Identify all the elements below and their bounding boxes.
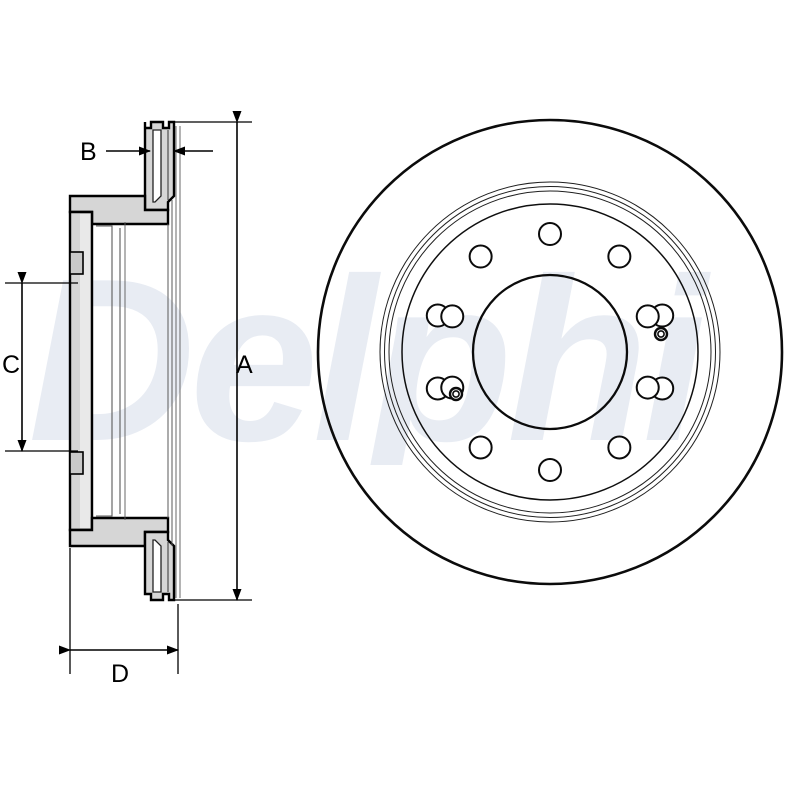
dimension-c — [5, 272, 78, 452]
dimension-a — [172, 111, 252, 601]
section-hub-notch-lower — [69, 451, 84, 475]
bolt-hole — [538, 458, 562, 482]
section-rim-bottom-vent — [152, 539, 162, 593]
threaded-hole-right-inner — [657, 330, 665, 338]
bolt-hole — [635, 375, 660, 400]
dimension-a-label: A — [236, 351, 253, 379]
section-rim-top-vent — [152, 129, 162, 203]
section-hub-wall-inner-face — [80, 214, 90, 528]
ring-friction-band-outer — [379, 181, 721, 523]
section-hub-notch-upper — [69, 251, 84, 275]
delphi-watermark: Delphi — [28, 231, 717, 490]
dimension-d-label: D — [111, 660, 129, 688]
ring-friction-band-inner — [388, 190, 712, 514]
watermark-text: Delphi — [28, 231, 711, 490]
ring-hub-bore — [471, 273, 629, 431]
ring-hat-outer — [401, 203, 699, 501]
bolt-hole — [635, 304, 660, 329]
bolt-hole — [468, 244, 493, 269]
dimension-b — [106, 146, 213, 156]
bolt-hole — [538, 222, 562, 246]
ring-friction-band-mid — [384, 186, 716, 518]
bolt-hole — [607, 244, 632, 269]
section-projection-lines — [96, 126, 181, 598]
dimension-c-label: C — [2, 351, 20, 379]
bolt-hole — [607, 435, 632, 460]
bolt-hole — [468, 435, 493, 460]
threaded-holes — [448, 326, 669, 402]
threaded-hole-left-inner — [452, 390, 460, 398]
dimension-b-label: B — [80, 138, 97, 166]
bolt-hole — [440, 304, 465, 329]
ring-outer-edge — [316, 118, 784, 586]
outer-bolt-circle — [425, 222, 675, 482]
dimension-d — [59, 548, 179, 674]
disc-face-view — [316, 118, 784, 586]
